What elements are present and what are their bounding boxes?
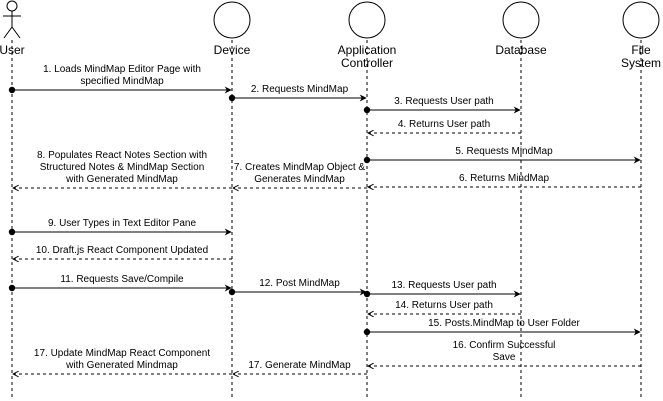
message-label: 14. Returns User path — [395, 300, 493, 311]
message-label: 15. Posts.MindMap to User Folder — [428, 318, 580, 329]
message-label: 9. User Types in Text Editor Pane — [48, 218, 196, 229]
message-label: specified MindMap — [80, 76, 164, 87]
participant-label: Controller — [341, 56, 393, 70]
message-4: 4. Returns User path — [368, 119, 521, 133]
message-label: with Generated Mindmap — [65, 360, 178, 371]
message-label: 17. Update MindMap React Component — [34, 348, 210, 359]
message-14: 14. Returns User path — [368, 300, 521, 314]
entity-icon — [213, 1, 251, 39]
message-17: 17. Generate MindMap — [233, 360, 367, 374]
entity-icon — [622, 1, 660, 39]
message-label: 5. Requests MindMap — [455, 146, 553, 157]
entity-icon — [502, 1, 540, 39]
message-8: 8. Populates React Notes Section withStr… — [13, 150, 232, 188]
message-label: Generates MindMap — [254, 174, 345, 185]
message-label: 13. Requests User path — [391, 280, 496, 291]
participant-label: Application — [338, 43, 397, 57]
message-label: 7. Creates MindMap Object & — [234, 162, 365, 173]
message-3: 3. Requests User path — [363, 96, 521, 114]
participant-label: Device — [214, 43, 251, 57]
messages: 1. Loads MindMap Editor Page withspecifi… — [8, 64, 641, 374]
entity-icon — [348, 1, 386, 39]
participant-device: Device — [213, 1, 251, 57]
message-5: 5. Requests MindMap — [363, 146, 641, 164]
message-label: 8. Populates React Notes Section with — [37, 150, 207, 161]
actor-icon — [3, 0, 21, 39]
message-label: 6. Returns MindMap — [459, 173, 549, 184]
message-label: 10. Draft.js React Component Updated — [36, 245, 208, 256]
message-label: 11. Requests Save/Compile — [60, 274, 184, 285]
message-6: 6. Returns MindMap — [368, 173, 641, 187]
message-label: 17. Generate MindMap — [248, 360, 351, 371]
participant-label: Database — [495, 43, 547, 57]
message-13: 13. Requests User path — [363, 280, 521, 298]
message-label: 16. Confirm Successful — [453, 340, 556, 351]
participant-label: System — [621, 56, 661, 70]
message-label: 3. Requests User path — [394, 96, 494, 107]
participant-database: Database — [495, 1, 547, 57]
message-12: 12. Post MindMap — [228, 278, 367, 296]
message-7: 7. Creates MindMap Object &Generates Min… — [233, 162, 367, 188]
message-10: 10. Draft.js React Component Updated — [13, 245, 232, 259]
message-1: 1. Loads MindMap Editor Page withspecifi… — [8, 64, 232, 94]
message-label: 1. Loads MindMap Editor Page with — [43, 64, 201, 75]
message-label: Structured Notes & MindMap Section — [40, 162, 205, 173]
message-label: 12. Post MindMap — [259, 278, 340, 289]
message-11: 11. Requests Save/Compile — [8, 274, 232, 292]
message-15: 15. Posts.MindMap to User Folder — [363, 318, 641, 336]
participant-user: User — [0, 0, 25, 57]
message-label: 2. Requests MindMap — [251, 84, 349, 95]
participant-label: User — [0, 43, 25, 57]
participant-label: File — [631, 43, 651, 57]
message-label: 4. Returns User path — [398, 119, 490, 130]
message-label: Save — [493, 352, 516, 363]
message-2: 2. Requests MindMap — [228, 84, 367, 102]
message-label: with Generated MindMap — [65, 174, 178, 185]
message-9: 9. User Types in Text Editor Pane — [8, 218, 232, 236]
